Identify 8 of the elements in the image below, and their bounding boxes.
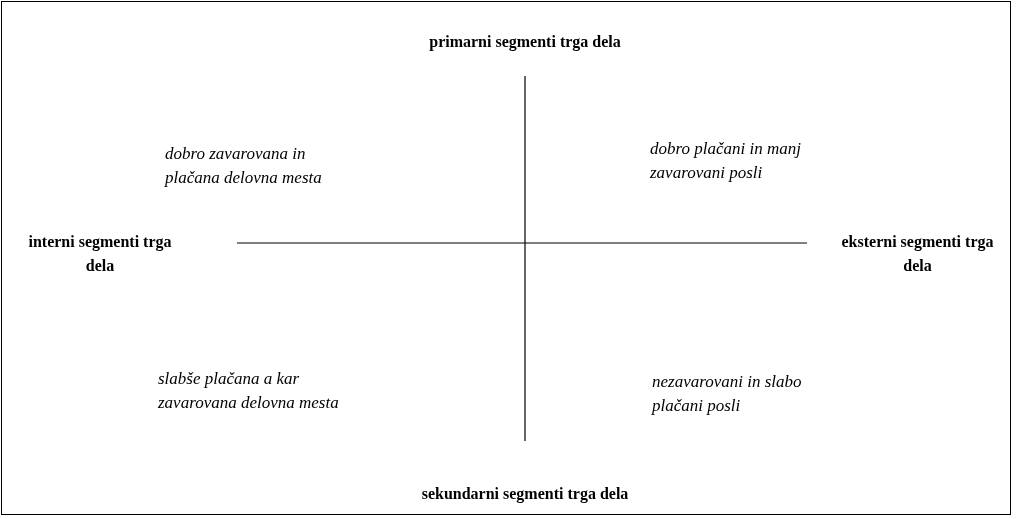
quadrant-text: dobro zavarovana in plačana delovna mesta	[165, 143, 323, 189]
axis-title: primarni segmenti trga dela	[428, 32, 622, 53]
axis-title: eksterni segmenti trga dela	[840, 232, 995, 276]
axis-title: interni segmenti trga dela	[27, 232, 173, 276]
axis-title: sekundarni segmenti trga dela	[420, 484, 630, 505]
quadrant-text: nezavarovani in slabo plačani posli	[652, 371, 803, 417]
quadrant-text: slabše plačana a kar zavarovana delovna mesta	[158, 368, 340, 414]
quadrant-text: dobro plačani in manj zavarovani posli	[650, 138, 802, 184]
